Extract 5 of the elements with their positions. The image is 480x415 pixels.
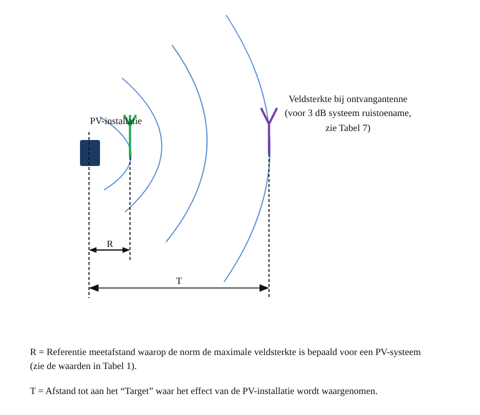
note: R = Referentie meetafstand waarop de norm de maximale veldsterkte is bepaald voor een PV-systeem (zie de waarden in Tabel 1). <box>30 346 422 374</box>
annotation: Veldsterkte bij ontvangantenne (voor 3 dB systeem ruistoename, zie Tabel 7) <box>284 93 412 136</box>
dimension-label: T <box>175 275 183 289</box>
dimension-label: R <box>106 238 114 252</box>
note: T = Afstand tot aan het “Target” waar het effect van de PV-installatie wordt waargenomen. <box>30 385 379 399</box>
